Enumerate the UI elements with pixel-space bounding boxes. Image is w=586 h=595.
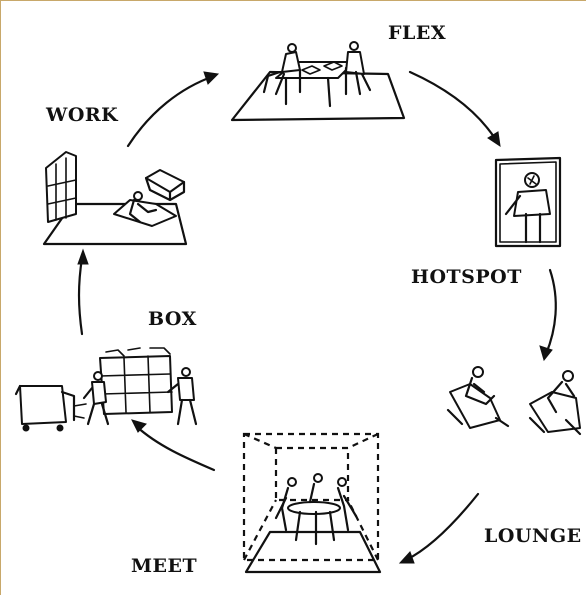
arrow-hotspot-to-lounge (539, 268, 557, 362)
work-sketch (42, 151, 188, 246)
meet-sketch (242, 432, 382, 574)
arrow-flex-to-hotspot (408, 70, 501, 148)
arrow-box-to-work (77, 248, 89, 336)
arrow-lounge-to-meet (398, 492, 480, 564)
hotspot-sketch (494, 156, 562, 248)
stage-label-box: BOX (148, 308, 197, 330)
stage-label-hotspot: HOTSPOT (411, 266, 522, 288)
flex-sketch (230, 41, 406, 122)
lounge-sketch (446, 366, 582, 436)
stage-label-lounge: LOUNGE (484, 525, 582, 547)
stage-label-work: WORK (46, 104, 119, 126)
stage-label-meet: MEET (131, 555, 198, 577)
stage-label-flex: FLEX (388, 22, 447, 44)
arrow-work-to-flex (126, 71, 220, 148)
arrow-meet-to-box (131, 419, 216, 472)
box-sketch (14, 347, 198, 432)
